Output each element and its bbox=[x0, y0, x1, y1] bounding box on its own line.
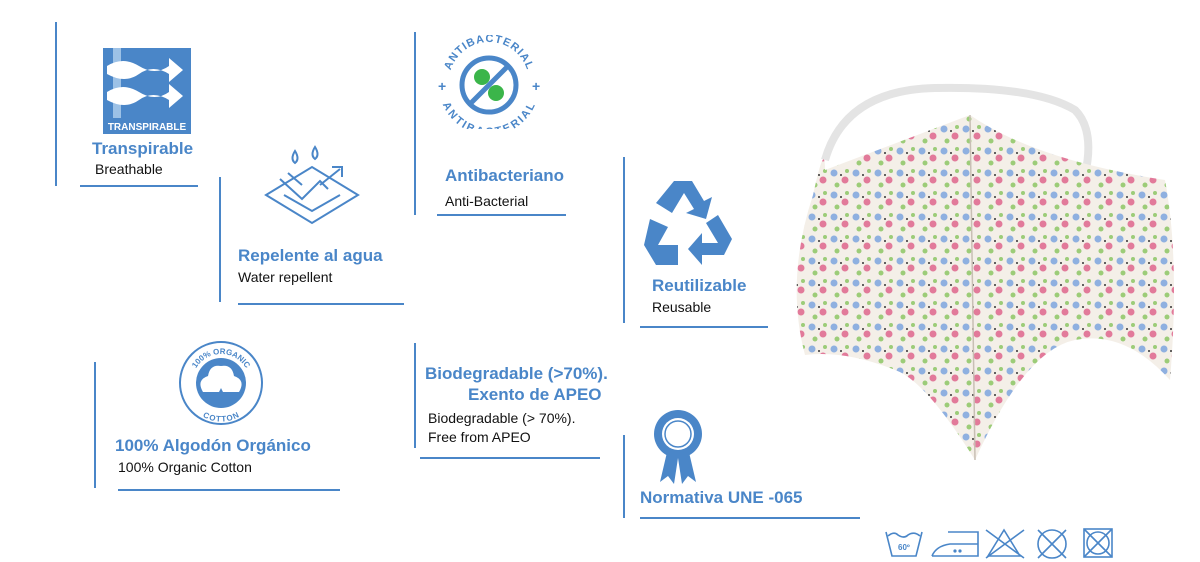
underline bbox=[437, 214, 566, 216]
feature-title: Repelente al agua bbox=[238, 246, 383, 265]
feature-title: Antibacteriano bbox=[445, 166, 565, 185]
feature-title: Reutilizable bbox=[652, 276, 747, 295]
divider bbox=[94, 362, 96, 488]
water-repellent-icon bbox=[264, 145, 360, 225]
underline bbox=[640, 517, 860, 519]
underline bbox=[640, 326, 768, 328]
face-mask-image bbox=[796, 83, 1174, 461]
divider bbox=[55, 22, 57, 186]
feature-subtitle: Breathable bbox=[95, 161, 163, 177]
antibacterial-icon: ANTIBACTERIAL ANTIBACTERIAL ++ bbox=[438, 35, 540, 129]
breathable-icon: TRANSPIRABLE bbox=[103, 48, 191, 134]
feature-title: Exento de APEO bbox=[468, 385, 602, 404]
divider bbox=[414, 32, 416, 215]
no-dry-clean-icon bbox=[1037, 529, 1067, 559]
organic-cotton-icon: 100% ORGANIC COTTON bbox=[179, 341, 263, 425]
underline bbox=[238, 303, 404, 305]
feature-title: 100% Algodón Orgánico bbox=[115, 436, 311, 455]
care-symbols: 60º bbox=[885, 528, 1113, 559]
certified-badge-icon bbox=[654, 410, 702, 484]
divider bbox=[219, 177, 221, 302]
divider bbox=[623, 157, 625, 323]
divider bbox=[414, 343, 416, 448]
icon-label: TRANSPIRABLE bbox=[108, 122, 187, 133]
feature-subtitle: Reusable bbox=[652, 299, 712, 315]
feature-subtitle: 100% Organic Cotton bbox=[118, 459, 252, 475]
iron-icon bbox=[931, 531, 979, 557]
underline bbox=[80, 185, 198, 187]
recycle-icon bbox=[644, 181, 732, 265]
no-bleach-icon bbox=[985, 528, 1025, 559]
divider bbox=[623, 435, 625, 518]
feature-subtitle: Biodegradable (> 70%). bbox=[428, 410, 576, 426]
svg-text:+: + bbox=[532, 78, 540, 94]
no-tumble-dry-icon bbox=[1083, 528, 1113, 558]
svg-text:60º: 60º bbox=[898, 543, 910, 552]
feature-subtitle: Water repellent bbox=[238, 269, 333, 285]
feature-title: Transpirable bbox=[92, 139, 194, 158]
feature-subtitle: Anti-Bacterial bbox=[445, 193, 529, 209]
svg-text:+: + bbox=[438, 78, 446, 94]
feature-title: Biodegradable (>70%). bbox=[425, 364, 608, 383]
underline bbox=[420, 457, 600, 459]
underline bbox=[118, 489, 340, 491]
feature-subtitle: Free from APEO bbox=[428, 429, 531, 445]
feature-title: Normativa UNE -065 bbox=[640, 488, 803, 507]
wash-60-icon: 60º bbox=[885, 531, 923, 557]
